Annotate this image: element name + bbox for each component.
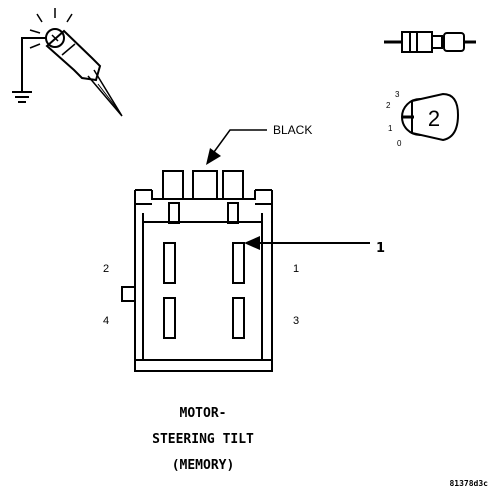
key-position-label: 1 (388, 124, 393, 133)
wire-color-pointer (206, 129, 267, 165)
diagram-title-line2: STEERING TILT (152, 432, 254, 447)
key-number-label: 2 (428, 106, 440, 131)
test-light-icon (12, 8, 123, 117)
wire-color-label: BLACK (273, 123, 312, 137)
figure-code: 81378d3c (449, 479, 488, 488)
key-position-label: 2 (386, 101, 391, 110)
pin-number-label: 1 (293, 263, 299, 275)
pin-cavity-3 (232, 297, 245, 339)
pin-number-label: 3 (293, 315, 299, 327)
ignition-key-icon: 3 2 1 0 2 (386, 90, 460, 148)
key-position-label: 3 (395, 90, 400, 99)
pin-cavity-2 (163, 242, 176, 284)
callout-number-label: 1 (376, 241, 385, 256)
pin-number-label: 4 (103, 315, 109, 327)
callout-arrow (244, 236, 370, 250)
connector-body (121, 170, 273, 372)
diagram-title-line1: MOTOR- (180, 406, 227, 421)
pin-cavity-1 (232, 242, 245, 284)
key-position-label: 0 (397, 139, 402, 148)
pin-number-label: 2 (103, 263, 109, 275)
diagram-title-line3: (MEMORY) (172, 458, 235, 473)
pin-cavity-4 (163, 297, 176, 339)
terminal-connector-icon (384, 31, 476, 53)
